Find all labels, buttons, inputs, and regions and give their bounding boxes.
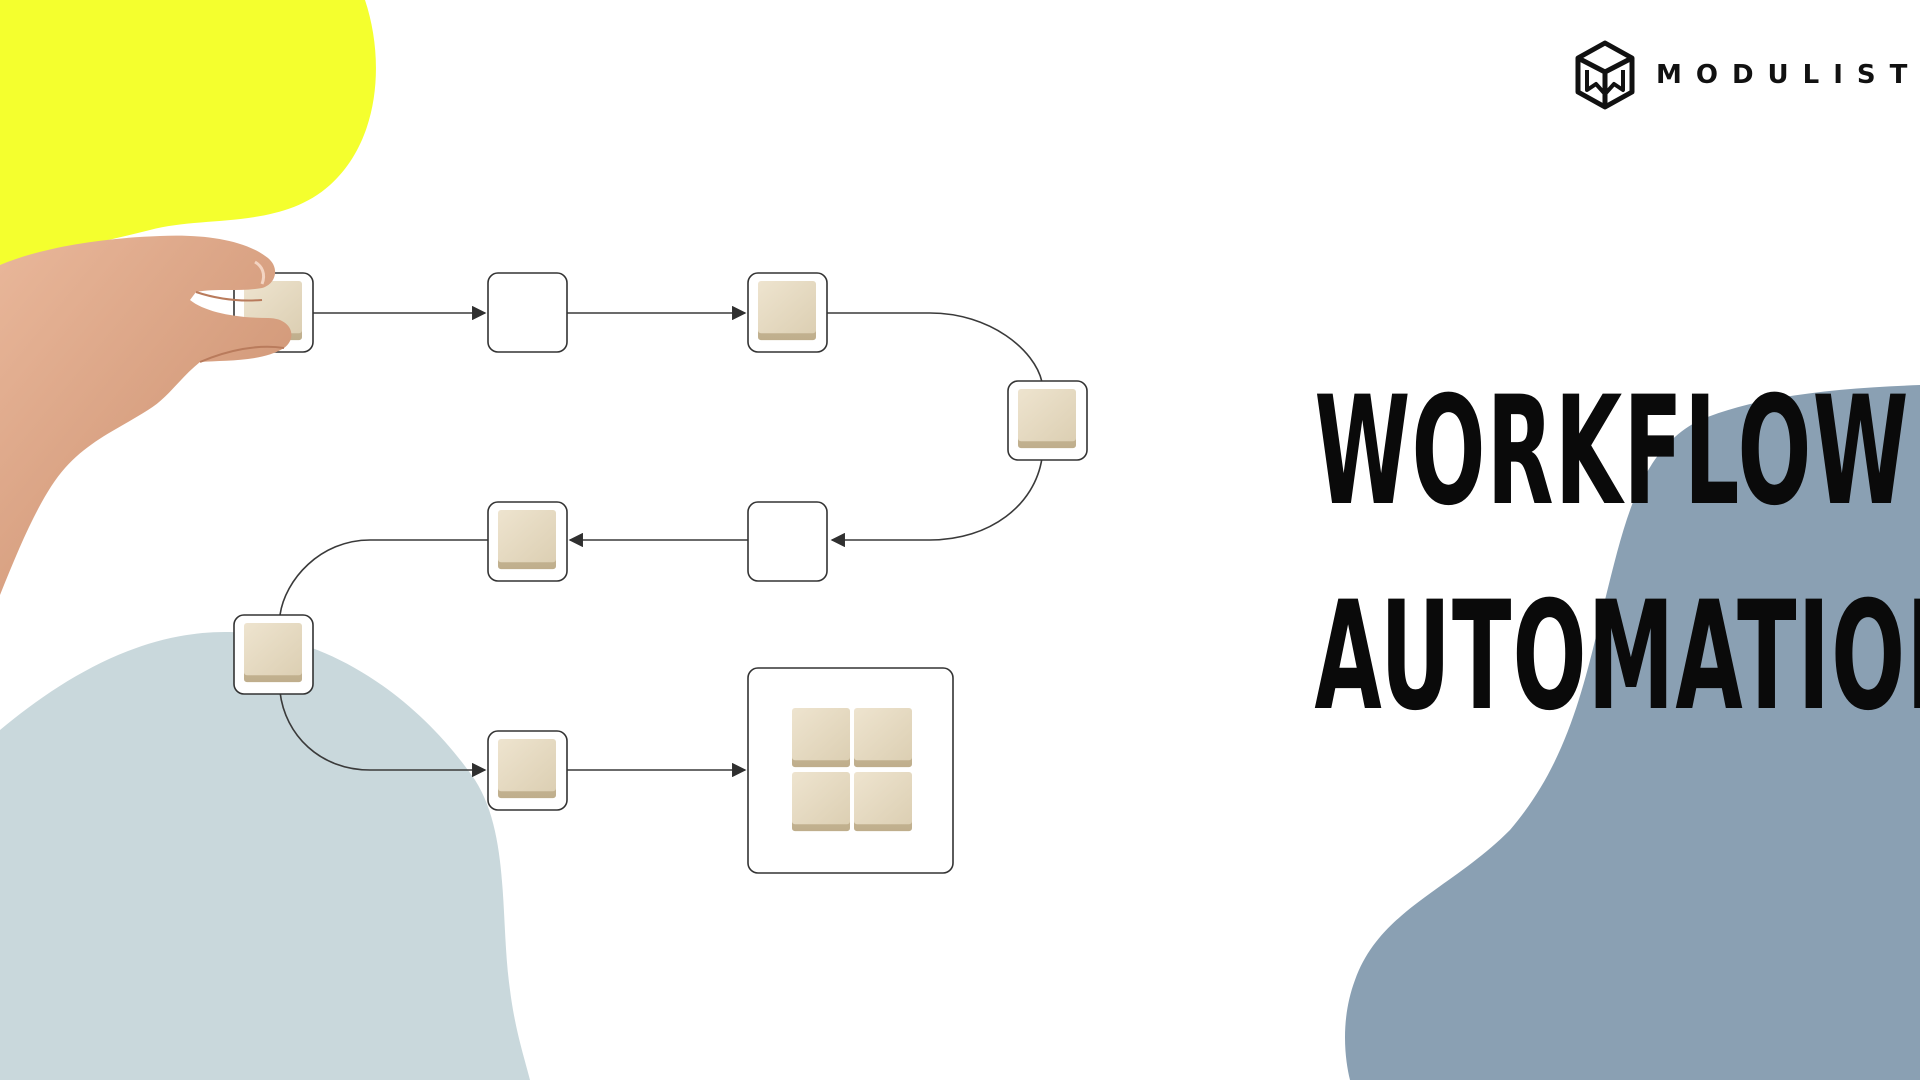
- wooden-block: [854, 772, 912, 832]
- workflow-final-step: [747, 667, 954, 874]
- light-blue-blob-shape: [0, 631, 530, 1080]
- steel-blue-blob-shape: [1345, 385, 1920, 1080]
- wooden-block: [498, 739, 556, 799]
- wooden-block: [1018, 389, 1076, 449]
- wooden-block: [244, 623, 302, 683]
- workflow-connectors: [279, 305, 1043, 778]
- hand-holding-block: [0, 235, 292, 596]
- wooden-block: [792, 772, 850, 832]
- brand-name: MODULIST: [1656, 60, 1920, 90]
- headline-line-1: WORKFLOW: [1314, 365, 1910, 539]
- brand-logo: MODULIST: [1574, 40, 1920, 110]
- page-headline: WORKFLOW AUTOMATION: [1314, 350, 1920, 760]
- workflow-step-box: [487, 272, 568, 353]
- wooden-block: [792, 708, 850, 768]
- wooden-block: [758, 281, 816, 341]
- wooden-block: [498, 510, 556, 570]
- wooden-block: [854, 708, 912, 768]
- workflow-step-box: [747, 501, 828, 582]
- hexagon-cube-logo-icon: [1575, 40, 1635, 110]
- yellow-blob-shape: [0, 0, 376, 265]
- headline-line-2: AUTOMATION: [1314, 570, 1920, 744]
